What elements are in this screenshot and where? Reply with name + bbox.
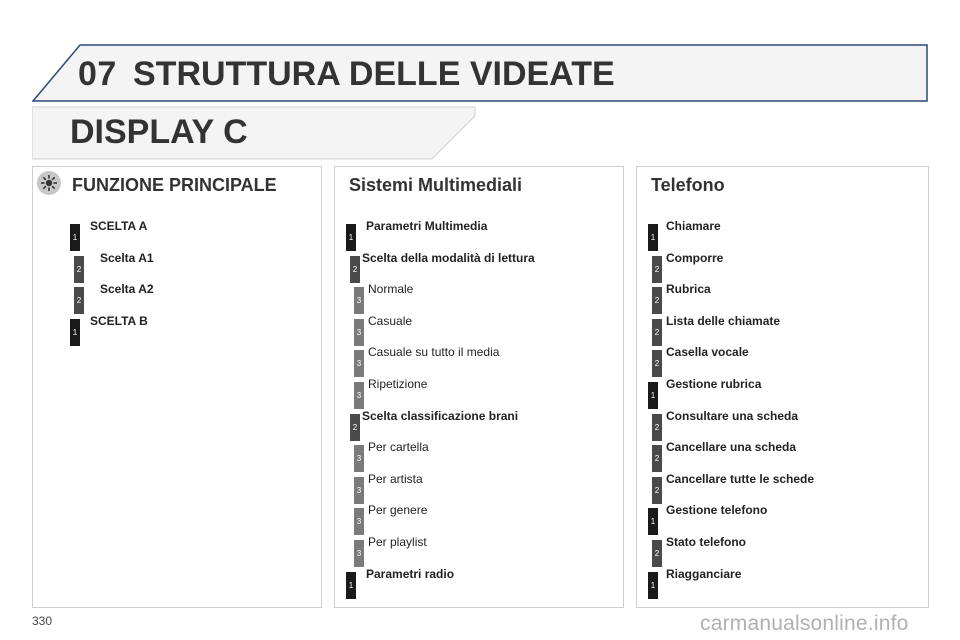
item-label: Parametri Multimedia: [366, 219, 488, 233]
level-badge: 3: [354, 477, 364, 504]
panel-title-multimedia: Sistemi Multimediali: [349, 175, 523, 195]
level-badge: 1: [70, 224, 80, 251]
item-label: Casuale su tutto il media: [368, 345, 500, 359]
item-label: Scelta della modalità di lettura: [362, 251, 535, 265]
level-badge: 1: [346, 572, 356, 599]
page-number: 330: [32, 614, 53, 628]
chapter-number: 07: [78, 55, 117, 93]
item-label: Lista delle chiamate: [666, 314, 781, 328]
item-label: Riagganciare: [666, 567, 742, 581]
item-label: Scelta classificazione brani: [362, 409, 519, 423]
level-badge: 3: [354, 540, 364, 567]
item-label: Rubrica: [666, 282, 711, 296]
level-badge: 2: [350, 414, 360, 441]
item-label: Comporre: [666, 251, 724, 265]
item-label: Gestione rubrica: [666, 377, 762, 391]
display-title: DISPLAY C: [70, 113, 248, 151]
watermark: carmanualsonline.info: [700, 612, 909, 635]
level-badge: 3: [354, 445, 364, 472]
level-badge: 3: [354, 287, 364, 314]
item-label: Consultare una scheda: [666, 409, 799, 423]
panel-main-function: [32, 166, 322, 608]
item-label: Casella vocale: [666, 345, 749, 359]
item-label: Parametri radio: [366, 567, 455, 581]
item-label: Normale: [368, 282, 414, 296]
item-label: Scelta A1: [100, 251, 154, 265]
level-badge: 2: [652, 477, 662, 504]
level-badge: 3: [354, 508, 364, 535]
level-badge: 2: [652, 350, 662, 377]
level-badge: 1: [648, 224, 658, 251]
panel-multimedia: [334, 166, 624, 608]
level-badge: 2: [74, 287, 84, 314]
item-label: Cancellare tutte le schede: [666, 472, 815, 486]
level-badge: 2: [652, 540, 662, 567]
level-badge: 3: [354, 350, 364, 377]
item-label: Scelta A2: [100, 282, 154, 296]
panel-title-main: FUNZIONE PRINCIPALE: [72, 175, 277, 195]
item-label: Ripetizione: [368, 377, 428, 391]
display-title-frame: [32, 106, 476, 160]
item-label: Per cartella: [368, 440, 429, 454]
level-badge: 2: [350, 256, 360, 283]
item-label: Per playlist: [368, 535, 427, 549]
level-badge: 1: [346, 224, 356, 251]
item-label: Casuale: [368, 314, 413, 328]
level-badge: 2: [652, 445, 662, 472]
panel-telefono: [636, 166, 929, 608]
item-label: Per genere: [368, 503, 428, 517]
level-badge: 2: [652, 319, 662, 346]
item-label: Per artista: [368, 472, 423, 486]
level-badge: 1: [648, 508, 658, 535]
panel-title-telefono: Telefono: [651, 175, 725, 195]
level-badge: 2: [652, 287, 662, 314]
level-badge: 2: [74, 256, 84, 283]
item-label: SCELTA A: [90, 219, 148, 233]
level-badge: 2: [652, 414, 662, 441]
item-label: Gestione telefono: [666, 503, 768, 517]
item-label: Cancellare una scheda: [666, 440, 797, 454]
level-badge: 1: [70, 319, 80, 346]
level-badge: 1: [648, 572, 658, 599]
item-label: Chiamare: [666, 219, 721, 233]
chapter-header-frame: [32, 44, 928, 102]
chapter-title: STRUTTURA DELLE VIDEATE: [133, 55, 615, 93]
level-badge: 1: [648, 382, 658, 409]
item-label: Stato telefono: [666, 535, 746, 549]
level-badge: 3: [354, 319, 364, 346]
level-badge: 2: [652, 256, 662, 283]
item-label: SCELTA B: [90, 314, 148, 328]
level-badge: 3: [354, 382, 364, 409]
gear-icon: [37, 171, 61, 195]
